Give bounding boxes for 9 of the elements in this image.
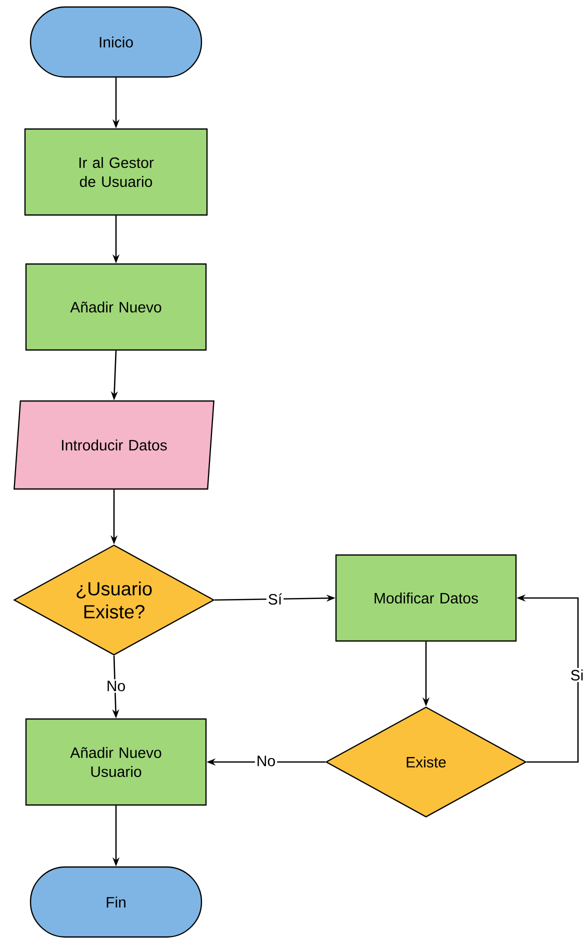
process-box: Añadir Nuevo Usuario [25, 718, 207, 806]
edge-label: Si [568, 668, 585, 682]
edge-label: No [104, 679, 128, 693]
process-box: Modificar Datos [335, 554, 517, 642]
process-box: Ir al Gestor de Usuario [24, 128, 208, 216]
process-box: Añadir Nuevo [25, 263, 207, 351]
edge-label: Sí [266, 592, 284, 606]
input-parallelogram: Introducir Datos [14, 400, 214, 490]
edge-label: No [254, 754, 278, 768]
